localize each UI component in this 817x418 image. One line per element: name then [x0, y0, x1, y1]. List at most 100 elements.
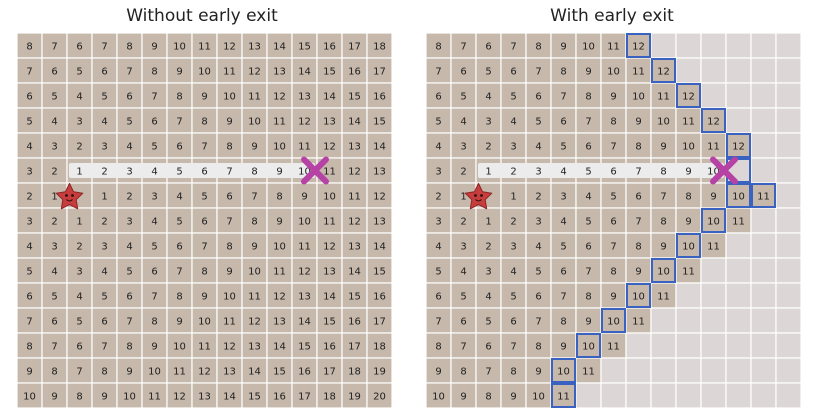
cell-distance: 3: [435, 217, 441, 228]
cell-distance: 14: [248, 367, 261, 378]
cell-distance: 6: [535, 292, 541, 303]
cell-distance: 16: [373, 92, 386, 103]
grid-cell: [725, 82, 752, 109]
grid-cell: [775, 232, 801, 259]
cell-distance: 1: [510, 192, 516, 203]
cell-distance: 8: [151, 317, 157, 328]
grid-cell: [426, 332, 452, 359]
cell-distance: 9: [535, 367, 541, 378]
cell-distance: 8: [126, 42, 132, 53]
cell-distance: 10: [632, 92, 645, 103]
grid-cell: [266, 332, 293, 359]
grid-cell: [17, 382, 43, 408]
cell-distance: 15: [273, 367, 286, 378]
grid-cell: [291, 107, 318, 134]
cell-distance: 3: [76, 117, 82, 128]
cell-distance: 11: [632, 317, 645, 328]
cell-distance: 8: [126, 342, 132, 353]
grid-cell: [166, 33, 193, 59]
cell-distance: 16: [273, 392, 286, 403]
star-creature-icon: [55, 183, 84, 210]
cell-distance: 10: [273, 242, 286, 253]
cell-distance: 4: [510, 117, 516, 128]
cell-distance: 9: [560, 342, 566, 353]
grid-cell: [450, 232, 477, 259]
cell-distance: 7: [610, 242, 616, 253]
cell-distance: 4: [510, 267, 516, 278]
cell-distance: 12: [632, 42, 645, 53]
cell-distance: 14: [273, 42, 286, 53]
grid-cell: [500, 282, 527, 309]
x-stroke: [710, 156, 738, 185]
cell-distance: 9: [251, 142, 257, 153]
cell-distance: 7: [435, 317, 441, 328]
grid-cell: [725, 332, 752, 359]
cell-distance: 10: [173, 342, 186, 353]
cell-distance: 9: [435, 367, 441, 378]
cell-distance: 3: [126, 167, 132, 178]
cell-distance: 2: [126, 192, 132, 203]
cell-distance: 6: [151, 267, 157, 278]
grid-cell: [426, 382, 452, 408]
cell-distance: 10: [682, 142, 695, 153]
cell-distance: 9: [610, 292, 616, 303]
grid-cell: [750, 382, 777, 408]
cell-distance: 5: [151, 242, 157, 253]
grid-cell: [116, 357, 143, 384]
grid-cell: [450, 382, 477, 408]
cell-distance: 8: [251, 217, 257, 228]
grid-cell: [575, 382, 602, 408]
star-eye: [71, 194, 74, 197]
cell-distance: 11: [632, 67, 645, 78]
grid-cell: [725, 33, 752, 59]
grid-cell: [725, 57, 752, 84]
grid-cell: [17, 107, 43, 134]
grid-cell: [266, 182, 293, 209]
cell-distance: 5: [51, 92, 57, 103]
cell-distance: 3: [460, 242, 466, 253]
grid-cell: [66, 282, 93, 309]
grid-cell: [725, 282, 752, 309]
grid-cell: [41, 257, 68, 284]
cell-distance: 6: [201, 217, 207, 228]
cell-distance: 7: [201, 142, 207, 153]
grid-cell: [141, 232, 168, 259]
grid-cell: [750, 107, 777, 134]
cell-distance: 7: [535, 67, 541, 78]
grid-cell: [750, 307, 777, 334]
cell-distance: 10: [582, 42, 595, 53]
grid-cell: [166, 332, 193, 359]
cell-distance: 9: [585, 67, 591, 78]
cell-distance: 9: [276, 217, 282, 228]
grid-cell: [41, 57, 68, 84]
cell-distance: 5: [535, 267, 541, 278]
cell-distance: 2: [101, 167, 107, 178]
grid-cell: [241, 132, 268, 159]
cell-distance: 11: [223, 67, 236, 78]
cell-distance: 9: [26, 367, 32, 378]
star-mouth: [66, 199, 73, 202]
grid-cell: [675, 357, 702, 384]
cell-distance: 5: [485, 317, 491, 328]
grid-cell: [191, 282, 218, 309]
x-mark-icon: [301, 156, 329, 185]
grid-cell: [341, 307, 368, 334]
cell-distance: 10: [607, 67, 620, 78]
grid-cell: [166, 57, 193, 84]
grid-cell: [241, 82, 268, 109]
grid-cell: [66, 357, 93, 384]
cell-distance: 12: [348, 167, 361, 178]
cell-distance: 13: [323, 117, 336, 128]
star-eye: [65, 194, 68, 197]
cell-distance: 1: [460, 192, 466, 203]
cell-distance: 5: [151, 142, 157, 153]
cell-distance: 9: [226, 117, 232, 128]
grid-cell: [775, 132, 801, 159]
cell-distance: 3: [535, 167, 541, 178]
grid-cell: [575, 82, 602, 109]
cell-distance: 5: [460, 92, 466, 103]
grid-cell: [366, 282, 392, 309]
cell-distance: 6: [435, 292, 441, 303]
cell-distance: 8: [585, 92, 591, 103]
cell-distance: 12: [707, 117, 720, 128]
